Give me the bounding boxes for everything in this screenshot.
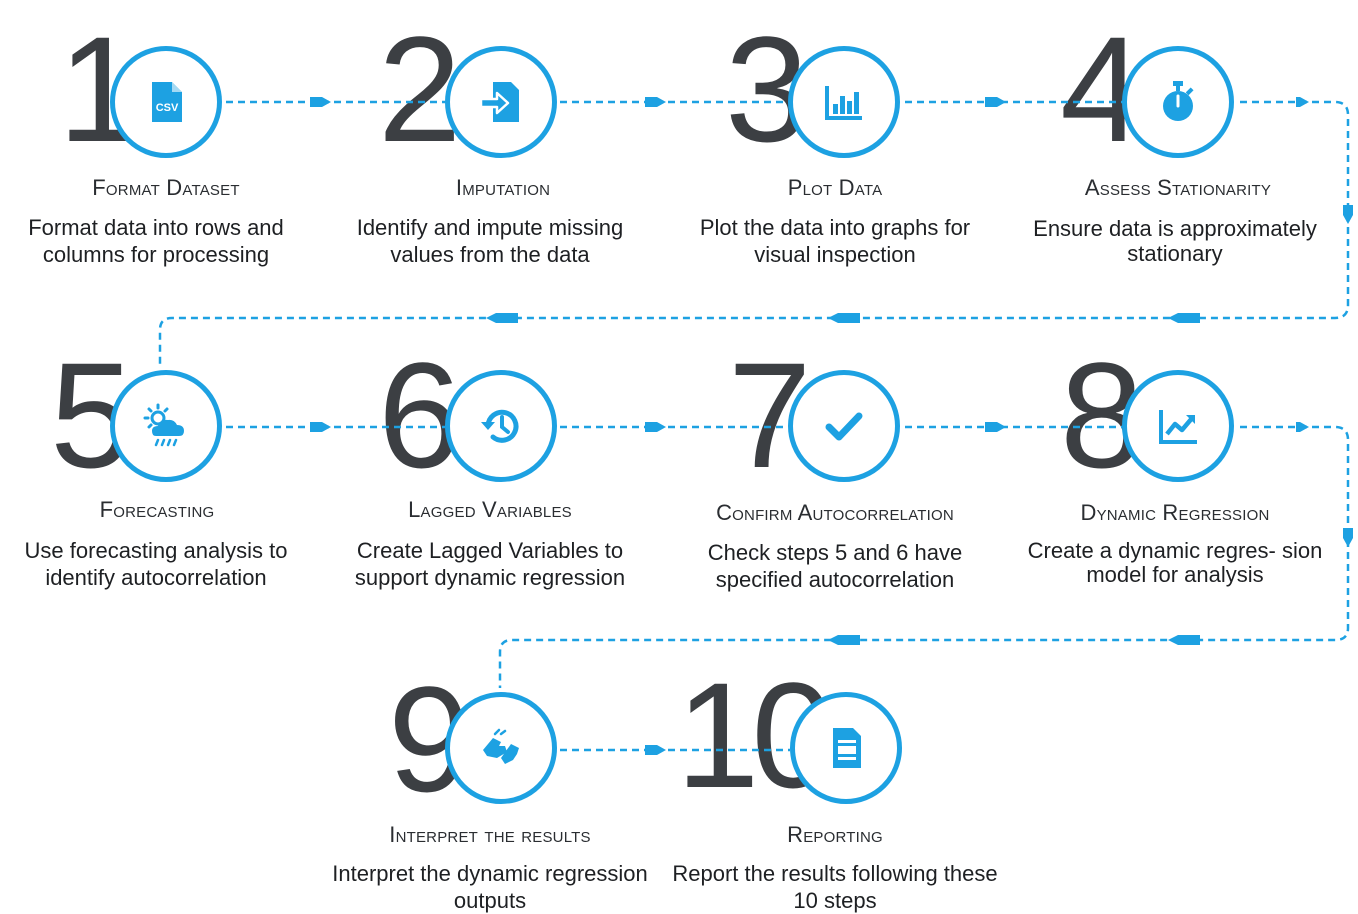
flow-arrowheads xyxy=(310,97,1353,755)
step-icon-circle xyxy=(1122,46,1234,158)
file-import-icon xyxy=(479,82,519,122)
step-description: Create a dynamic regres- sion model for … xyxy=(1027,538,1323,587)
step-title: Reporting xyxy=(787,822,883,847)
step-title: Format Dataset xyxy=(92,175,240,200)
step-icon-circle xyxy=(1122,370,1234,482)
arrowhead xyxy=(486,313,518,323)
arrowhead xyxy=(645,97,666,107)
svg-text:CSV: CSV xyxy=(156,102,179,114)
step-description: Format data into rows and columns for pr… xyxy=(28,215,284,267)
history-icon xyxy=(481,409,519,443)
step-title: Dynamic Regression xyxy=(1080,500,1270,525)
arrowhead xyxy=(310,422,331,432)
step-title: Interpret the results xyxy=(389,822,591,847)
trend-chart-icon xyxy=(1159,410,1197,444)
step-icon-circle xyxy=(788,370,900,482)
arrowhead xyxy=(1343,528,1353,547)
arrowhead xyxy=(985,422,1006,432)
step-description: Create Lagged Variables to support dynam… xyxy=(354,538,626,590)
step-icon-circle xyxy=(790,692,902,804)
arrowhead xyxy=(1343,205,1353,224)
step-description: Plot the data into graphs for visual ins… xyxy=(699,215,971,267)
arrowhead xyxy=(1168,635,1200,645)
arrowhead xyxy=(828,313,860,323)
step-title: Lagged Variables xyxy=(408,497,572,522)
step-description: Ensure data is approximately stationary xyxy=(1033,216,1317,266)
step-title: Imputation xyxy=(455,175,551,200)
step-description: Check steps 5 and 6 have specified autoc… xyxy=(707,540,963,592)
arrowhead xyxy=(1168,313,1200,323)
arrowhead xyxy=(310,97,331,107)
step-description: Report the results following these 10 st… xyxy=(672,861,998,913)
arrowhead xyxy=(985,97,1006,107)
arrowhead xyxy=(645,422,666,432)
step-icon-circle xyxy=(445,692,557,804)
arrowhead xyxy=(1296,97,1309,107)
checkmark-icon xyxy=(825,412,863,441)
step-icon-circle xyxy=(110,370,222,482)
weather-forecast-icon xyxy=(143,403,184,447)
step-title: Assess Stationarity xyxy=(1084,175,1272,200)
stopwatch-icon xyxy=(1163,81,1194,121)
arrowhead xyxy=(645,745,666,755)
step-title: Confirm Autocorrelation xyxy=(716,500,954,525)
step-description: Interpret the dynamic regression outputs xyxy=(332,861,648,913)
arrowhead xyxy=(828,635,860,645)
arrowhead xyxy=(1296,422,1309,432)
bar-chart-icon xyxy=(825,86,862,120)
step-description: Identify and impute missing values from … xyxy=(356,215,624,267)
report-document-icon xyxy=(833,728,861,768)
connector-4-5 xyxy=(158,100,1350,365)
csv-file-icon: CSV xyxy=(152,82,182,122)
connector-8-9 xyxy=(498,425,1350,688)
step-icon-circle xyxy=(788,46,900,158)
step-icon-circle: CSV xyxy=(110,46,222,158)
step-description: Use forecasting analysis to identify aut… xyxy=(24,538,288,590)
step-title: Forecasting xyxy=(99,497,215,522)
step-icon-circle xyxy=(445,46,557,158)
step-icon-circle xyxy=(445,370,557,482)
step-title: Plot Data xyxy=(787,175,883,200)
sign-language-icon xyxy=(483,728,519,764)
